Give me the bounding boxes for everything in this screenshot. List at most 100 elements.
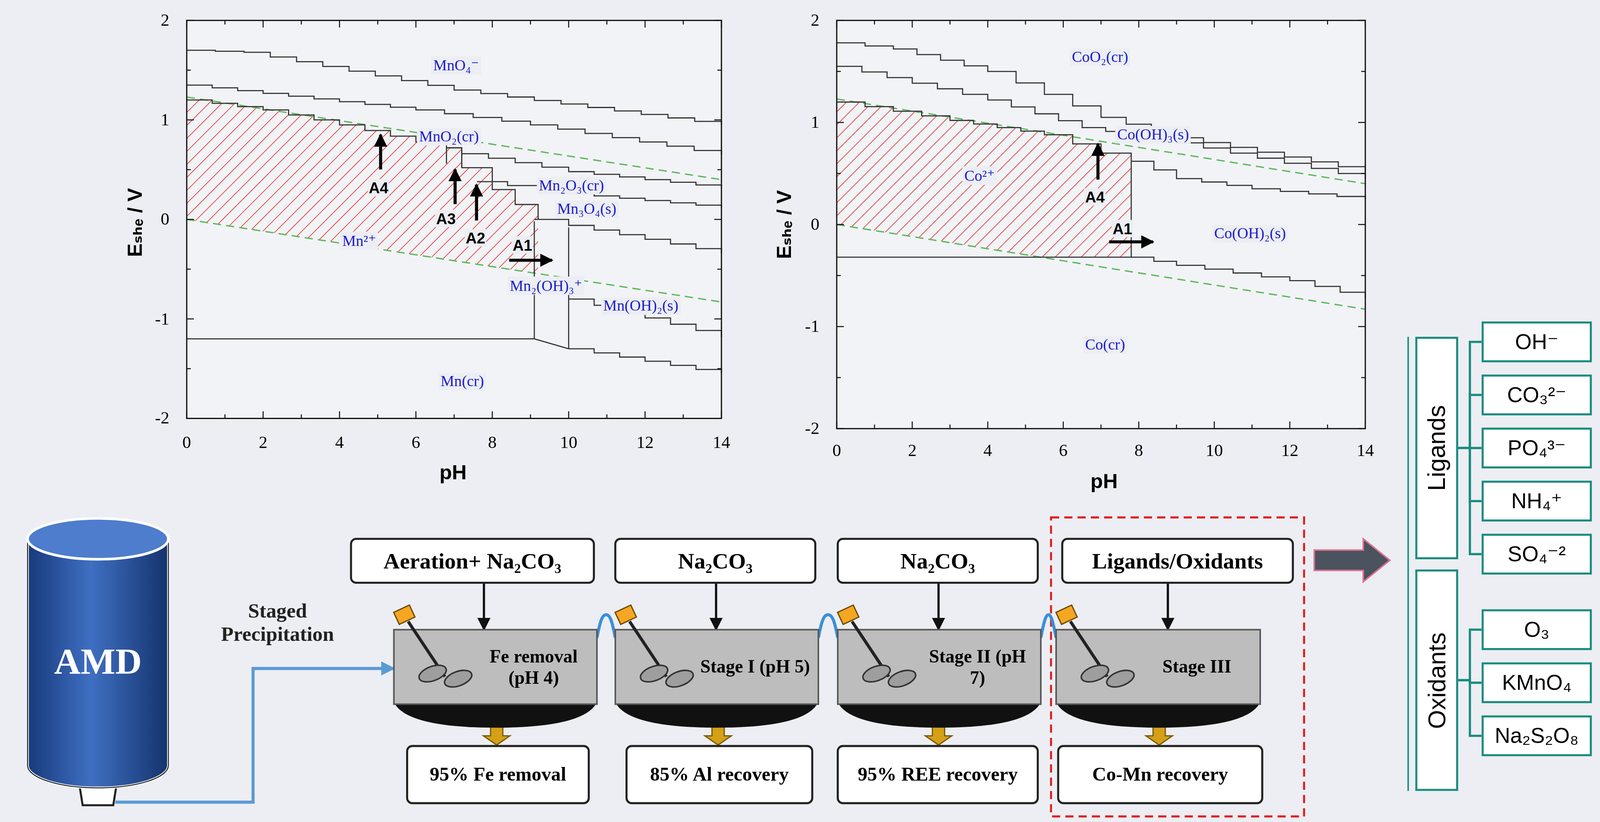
plot-frame <box>836 20 1366 429</box>
tick <box>682 20 685 25</box>
tick <box>717 268 722 270</box>
tick <box>911 20 914 28</box>
axis-title: pH <box>439 460 467 485</box>
tick <box>1361 377 1366 379</box>
tick <box>1327 20 1329 25</box>
drop-connector <box>483 726 510 746</box>
co-pourbaix-chart <box>836 20 1366 429</box>
tick <box>717 169 722 171</box>
path-label: A1 <box>1111 219 1134 238</box>
reactor-tank: Stage III <box>1056 629 1261 727</box>
species-label: MnO₄⁻ <box>431 56 481 75</box>
phase-boundary <box>186 85 722 155</box>
dose-connector <box>937 583 940 630</box>
node-text: CO₃²⁻ <box>1507 382 1567 408</box>
node-text: NH₄⁺ <box>1511 488 1563 514</box>
axis-title: Eₛₕₑ / V <box>771 190 796 260</box>
node-text: Oxidants <box>1422 631 1451 729</box>
tick <box>606 414 608 419</box>
tick <box>836 20 838 28</box>
tick <box>453 414 455 419</box>
tick-label: 14 <box>712 432 730 454</box>
tick <box>186 268 191 270</box>
species-label: Co²⁺ <box>962 166 997 185</box>
pipe-connector <box>818 614 838 638</box>
tick <box>721 20 723 28</box>
tick-label: 10 <box>559 432 578 454</box>
node-text: Co-Mn recovery <box>1092 763 1229 786</box>
tick <box>1138 20 1140 28</box>
tick <box>949 424 951 429</box>
tick <box>911 421 914 429</box>
tick-label: 1 <box>160 109 170 131</box>
tank-bottom <box>837 702 1041 728</box>
water-line <box>836 224 1366 310</box>
tick-label: 6 <box>411 432 421 454</box>
tick <box>186 169 191 171</box>
tick <box>721 411 723 419</box>
axis-title: pH <box>1090 469 1118 494</box>
result-box: 95% REE recovery <box>836 744 1039 804</box>
block-arrow <box>1314 538 1390 582</box>
reagent-item: O₃ <box>1481 608 1592 650</box>
tick-label: 4 <box>983 440 993 462</box>
phase-boundary <box>186 338 569 349</box>
tree-connector <box>1458 680 1482 736</box>
tick-label: 2 <box>907 440 917 462</box>
tick <box>836 326 844 328</box>
mn-pourbaix-chart <box>186 20 722 419</box>
tick <box>300 20 303 25</box>
tick-label: -1 <box>155 308 170 329</box>
phase-boundary <box>568 348 722 374</box>
result-box: 95% Fe removal <box>406 744 590 804</box>
species-label: Co(cr) <box>1083 336 1128 354</box>
tick <box>262 20 264 28</box>
path-arrow <box>379 134 383 170</box>
node-text: Na₂S₂O₈ <box>1494 723 1579 748</box>
phase-boundary <box>186 100 539 220</box>
tick <box>1358 326 1366 328</box>
reactor-tank: Stage II (pH 7) <box>837 629 1041 727</box>
species-label: Mn²⁺ <box>340 231 379 251</box>
tick <box>491 20 493 28</box>
tick <box>836 428 844 430</box>
stirrer-blade <box>886 666 918 691</box>
group-box: Ligands <box>1415 336 1459 560</box>
path-label: A1 <box>511 236 534 254</box>
node-text: OH⁻ <box>1514 329 1559 354</box>
tick <box>714 417 722 419</box>
tick <box>1361 173 1366 175</box>
tick <box>606 20 608 25</box>
node-text: KMnO₄ <box>1501 670 1572 695</box>
tick <box>262 411 264 419</box>
tick <box>186 318 195 320</box>
dose-connector <box>715 583 718 630</box>
tank-bottom <box>394 702 597 728</box>
tick <box>714 119 722 121</box>
tick <box>1327 424 1329 429</box>
node-text: Na₂CO₃ <box>678 547 753 575</box>
node-text: Ligands/Oxidants <box>1092 547 1264 575</box>
reagent-box: Ligands/Oxidants <box>1061 537 1294 584</box>
path-label: A3 <box>435 209 457 227</box>
tick <box>1176 20 1178 25</box>
tick <box>491 411 493 419</box>
reagent-box: Na₂CO₃ <box>614 537 817 584</box>
tick-label: 12 <box>1281 440 1299 462</box>
tick <box>1358 224 1366 226</box>
phase-boundary <box>836 102 1132 162</box>
tick-label: 6 <box>1058 440 1068 462</box>
tick <box>453 20 455 25</box>
stirrer-blade <box>663 666 696 691</box>
tick <box>1100 20 1102 25</box>
tick <box>568 411 570 419</box>
tick <box>1358 428 1366 430</box>
tick <box>1213 421 1216 429</box>
tick <box>836 173 841 175</box>
tick <box>1062 20 1065 28</box>
node-text: O₃ <box>1524 617 1550 642</box>
plot-frame <box>186 20 722 419</box>
species-label: MnO₂(cr) <box>416 128 481 146</box>
tick <box>339 411 341 419</box>
tick <box>186 417 195 419</box>
